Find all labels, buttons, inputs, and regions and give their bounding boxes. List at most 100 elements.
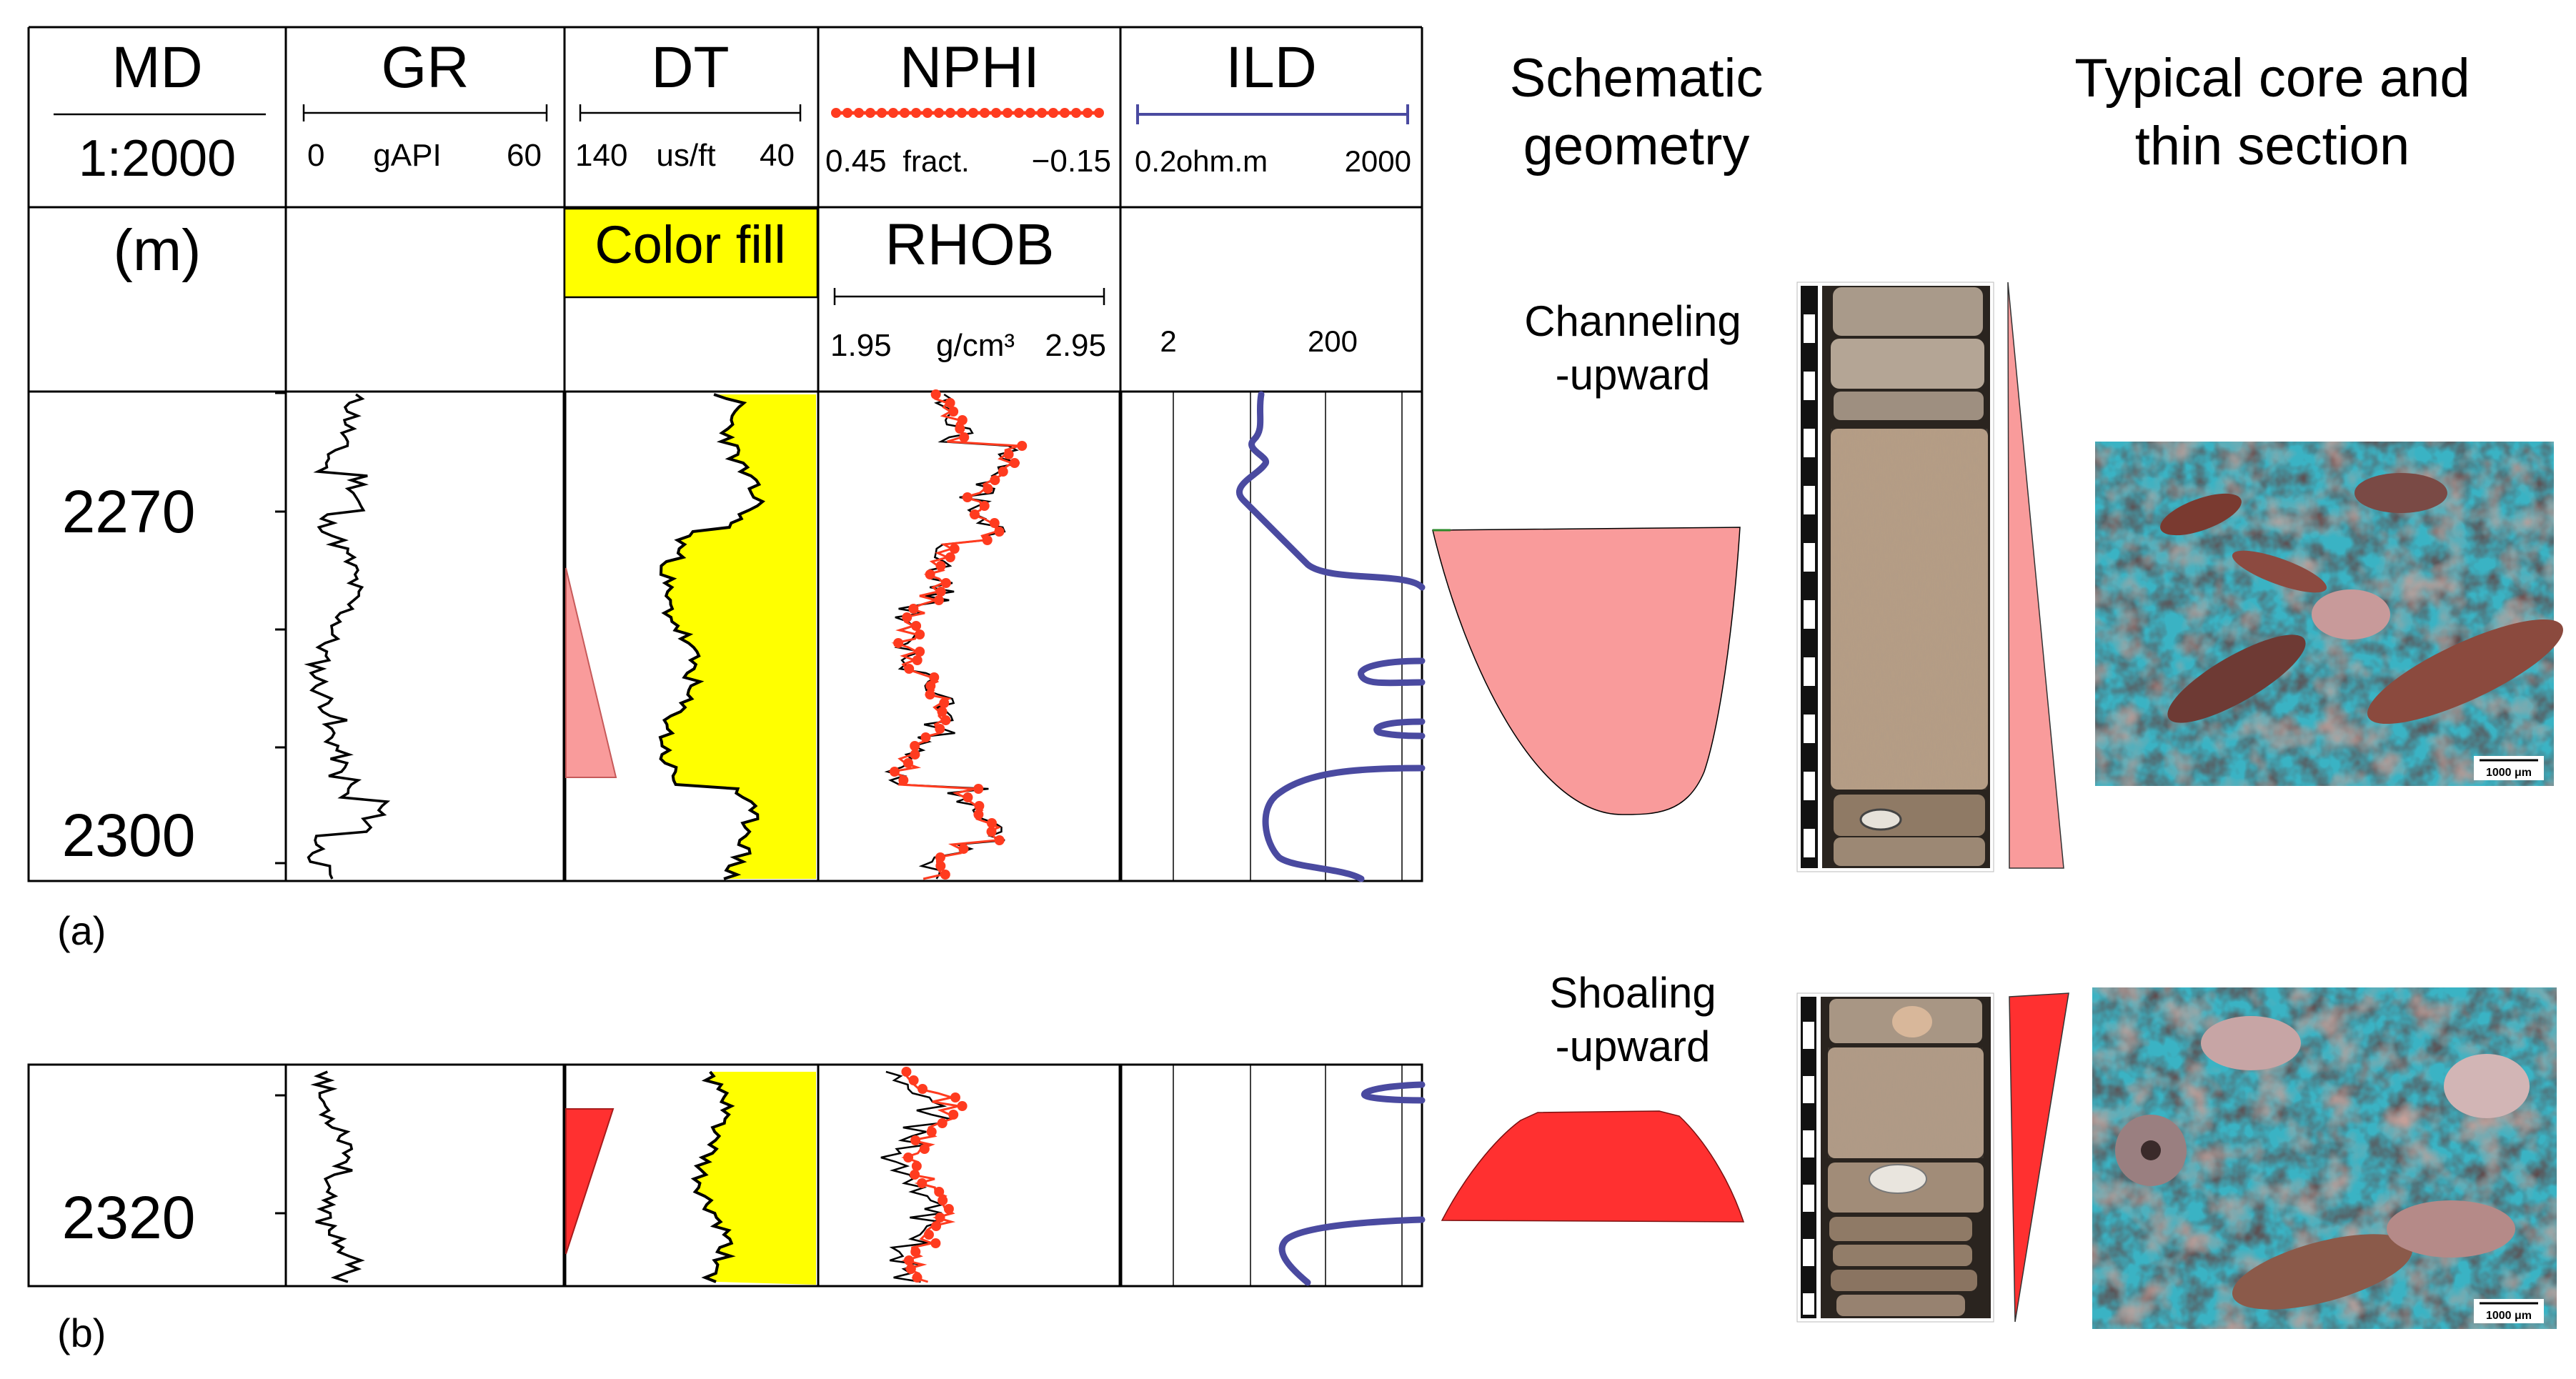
nphi-dot	[955, 424, 965, 434]
rhob-title: RHOB	[885, 212, 1055, 277]
nphi-legend-dot	[900, 108, 910, 118]
nphi-dot	[889, 767, 900, 777]
ild-title: ILD	[1225, 35, 1317, 100]
depth-unit: (m)	[114, 218, 202, 283]
nphi-dot	[957, 415, 968, 425]
nphi-dot	[962, 492, 973, 502]
nphi-dot	[920, 732, 931, 742]
nphi-dot	[925, 690, 935, 700]
ild-tick-200: 200	[1308, 324, 1358, 358]
depth-scale: 1:2000	[79, 130, 236, 187]
nphi-legend-dot	[945, 108, 955, 118]
gr-max: 60	[507, 138, 542, 173]
nphi-legend-dot	[854, 108, 864, 118]
md-title: MD	[111, 35, 203, 100]
nphi-legend-dot	[1014, 108, 1024, 118]
nphi-title: NPHI	[900, 35, 1040, 100]
nphi-dot	[989, 518, 1000, 528]
gr-title: GR	[382, 35, 469, 100]
panel-b-label: (b)	[57, 1310, 106, 1355]
nphi-dot	[923, 1230, 934, 1240]
shoaling-label-line2: -upward	[1556, 1022, 1711, 1070]
core-b-trend-triangle	[2009, 992, 2069, 1323]
nphi-dot	[898, 775, 909, 785]
nphi-dot	[935, 1213, 945, 1223]
nphi-dot	[935, 724, 945, 734]
gr-min: 0	[307, 138, 324, 173]
panel-a-label: (a)	[57, 908, 106, 953]
ild-unit: ohm.m	[1176, 144, 1268, 178]
channeling-label-line1: Channeling	[1524, 297, 1741, 345]
nphi-legend-dot	[957, 108, 967, 118]
scale-bar-b: 1000 μm	[2486, 1310, 2532, 1322]
nphi-dot	[934, 1187, 945, 1197]
nphi-dot	[912, 1273, 923, 1283]
nphi-dot	[917, 1178, 928, 1188]
nphi-dot	[910, 1135, 921, 1145]
panel-a-tracks	[27, 389, 1426, 882]
core-photo-b	[1796, 992, 1994, 1323]
thin-section-b: 1000 μm	[2092, 987, 2557, 1329]
dt-title: DT	[651, 35, 729, 100]
core-title-line1: Typical core and	[2074, 48, 2470, 109]
nphi-dot	[1017, 441, 1028, 451]
nphi-dot	[948, 1110, 959, 1120]
dt-min: 140	[575, 138, 627, 173]
nphi-dot	[937, 1118, 948, 1128]
nphi-legend-dot	[1048, 108, 1058, 118]
nphi-legend-dot	[1025, 108, 1035, 118]
scale-bar-a: 1000 μm	[2486, 767, 2532, 779]
nphi-dot	[919, 1144, 930, 1154]
depth-2270: 2270	[62, 478, 196, 545]
nphi-dot	[908, 604, 919, 614]
nphi-dot	[910, 1170, 920, 1180]
nphi-dot	[940, 578, 951, 588]
thin-section-a: 1000 μm	[2095, 442, 2563, 786]
nphi-dot	[969, 509, 980, 519]
nphi-dot	[933, 595, 944, 605]
nphi-dot	[937, 707, 948, 717]
depth-2320: 2320	[62, 1184, 196, 1251]
nphi-dot	[940, 870, 950, 880]
nphi-legend-dot	[1003, 108, 1013, 118]
dt-max: 40	[760, 138, 795, 173]
nphi-dot	[904, 664, 915, 674]
panel-b-tracks	[27, 1063, 1426, 1288]
ild-max: 2000	[1345, 144, 1411, 178]
nphi-dot	[994, 835, 1005, 845]
nphi-legend-dot	[865, 108, 875, 118]
core-a-trend-triangle	[2007, 282, 2064, 869]
nphi-dot	[983, 484, 993, 494]
nphi-min: 0.45	[825, 144, 887, 179]
nphi-dot	[926, 1127, 937, 1137]
channeling-label-line2: -upward	[1556, 351, 1711, 399]
nphi-legend-dot	[1083, 108, 1093, 118]
nphi-dot	[940, 715, 951, 725]
nphi-legend-dot	[911, 108, 921, 118]
nphi-dot	[903, 1153, 914, 1163]
nphi-dot	[912, 655, 923, 665]
nphi-dot	[925, 569, 935, 579]
shoaling-label-line1: Shoaling	[1549, 969, 1716, 1017]
nphi-dot	[986, 827, 997, 837]
nphi-dot	[957, 1101, 968, 1111]
nphi-dot	[902, 758, 913, 768]
nphi-legend-dot	[991, 108, 1001, 118]
nphi-dot	[935, 561, 946, 571]
nphi-dot	[910, 741, 920, 751]
nphi-unit: fract.	[902, 144, 969, 178]
channeling-geometry-shape	[1432, 527, 1741, 815]
nphi-dot	[974, 801, 985, 811]
nphi-dot	[917, 1084, 928, 1094]
ild-legend-line	[1136, 104, 1409, 124]
nphi-dot	[945, 552, 955, 562]
color-fill-label: Color fill	[595, 215, 785, 274]
core-photo-a	[1796, 282, 1994, 872]
nphi-dot	[938, 1195, 948, 1205]
nphi-dot	[945, 398, 955, 408]
nphi-dot	[1003, 449, 1014, 459]
color-fill-legend	[563, 207, 819, 299]
depth-2300: 2300	[62, 802, 196, 869]
nphi-max: −0.15	[1032, 144, 1111, 179]
